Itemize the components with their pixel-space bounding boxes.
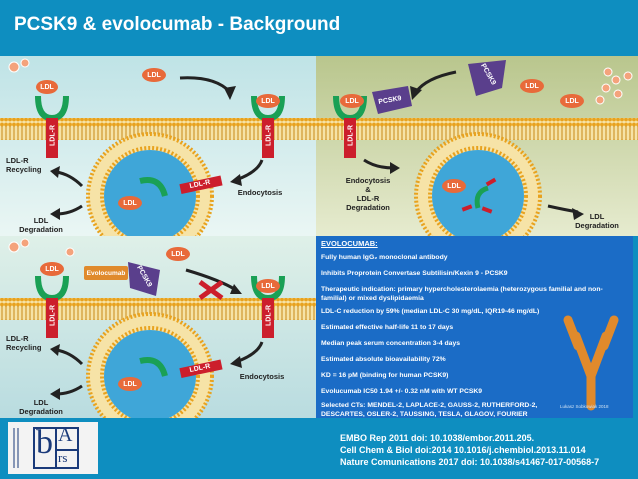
endocytosis-label: Endocytosis xyxy=(239,372,285,381)
info-line: LDL-C reduction by 59% (median LDL-C 30 … xyxy=(321,308,540,315)
info-line: Evolucumab IC50 1.94 +/- 0.32 nM with WT… xyxy=(321,388,483,395)
author-credit: Lukasz Sobkowiak 2018 xyxy=(560,404,609,409)
recycling-label: LDL-R Recycling xyxy=(6,334,42,352)
info-line: KD = 16 pM (binding for human PCSK9) xyxy=(321,372,449,379)
reference-line: EMBO Rep 2011 doi: 10.1038/embor.2011.20… xyxy=(340,433,535,443)
ldl-label: LDL xyxy=(45,266,59,273)
ldl-label: LDL xyxy=(123,381,137,388)
endocytosis-label: Endocytosis xyxy=(237,188,283,197)
info-line: Selected CTs: MENDEL-2, LAPLACE-2, GAUSS… xyxy=(321,402,538,418)
logo-letter: rs xyxy=(58,450,68,465)
ldl-label: LDL xyxy=(565,98,579,105)
reference-line: Nature Comunications 2017 doi: 10.1038/s… xyxy=(340,457,600,467)
evolocumab-label: Evolocumab xyxy=(86,270,126,277)
ldl-r-label: LDL-R xyxy=(49,125,57,146)
ldl-label: LDL xyxy=(447,183,461,190)
panel-normal-diagram xyxy=(0,56,316,236)
page-title: PCSK9 & evolocumab - Background xyxy=(14,14,341,35)
panel-evolocumab-diagram xyxy=(0,236,316,418)
info-line: Therapeutic indication: primary hypercho… xyxy=(321,286,603,302)
reference-line: Cell Chem & Biol doi:2014 10.1016/j.chem… xyxy=(340,445,586,455)
references: EMBO Rep 2011 doi: 10.1038/embor.2011.20… xyxy=(340,432,599,468)
evolocumab-info-panel: EVOLOCUMAB: Fully human IgG₂ monoclonal … xyxy=(316,236,633,418)
ldl-r-label: LDL-R xyxy=(265,125,273,146)
ldl-label: LDL xyxy=(345,98,359,105)
ldl-label: LDL xyxy=(147,72,161,79)
info-line: Estimated effective half-life 11 to 17 d… xyxy=(321,324,454,331)
logo-letter: A xyxy=(58,424,73,446)
panel-pcsk9-diagram xyxy=(316,56,638,236)
degradation-label: LDL Degradation xyxy=(575,212,619,230)
recycling-label: LDL-R Recycling xyxy=(6,156,42,174)
ldl-r-label: LDL-R xyxy=(49,305,57,326)
info-line: Estimated absolute bioavailability 72% xyxy=(321,356,446,363)
ldl-r-label: LDL-R xyxy=(265,305,273,326)
ldl-label: LDL xyxy=(123,200,137,207)
panel-evolocumab-action: LDL Evolocumab PCSK9 LDL LDL LDL LDL-R L… xyxy=(0,236,316,418)
info-line: Fully human IgG₂ monoclonal antibody xyxy=(321,254,448,261)
info-line: Median peak serum concentration 3-4 days xyxy=(321,340,461,347)
logo-letter: b xyxy=(36,424,53,461)
ldl-r-label: LDL-R xyxy=(347,125,355,146)
ldl-label: LDL xyxy=(171,251,185,258)
logo-graphic xyxy=(10,424,96,472)
panel-normal-ldl-uptake: LDL LDL LDL LDL LDL-R LDL-R LDL-R LDL-R … xyxy=(0,56,316,236)
ldl-label: LDL xyxy=(261,283,275,290)
ldl-label: LDL xyxy=(40,84,54,91)
degradation-label: LDL Degradation xyxy=(19,398,63,416)
degradation-label: LDL Degradation xyxy=(19,216,63,234)
logo: b A rs xyxy=(8,422,98,474)
ldl-label: LDL xyxy=(261,98,275,105)
endocytosis-degradation-label: Endocytosis & LDL-R Degradation xyxy=(345,176,391,212)
ldl-label: LDL xyxy=(525,83,539,90)
info-header: EVOLOCUMAB: xyxy=(321,239,378,248)
info-line: Inhibits Proprotein Convertase Subtilisi… xyxy=(321,270,508,277)
panel-pcsk9-mechanism: PCSK9 LDL LDL LDL PCSK9 LDL LDL-R Endocy… xyxy=(316,56,638,236)
antibody-icon xyxy=(563,315,619,411)
